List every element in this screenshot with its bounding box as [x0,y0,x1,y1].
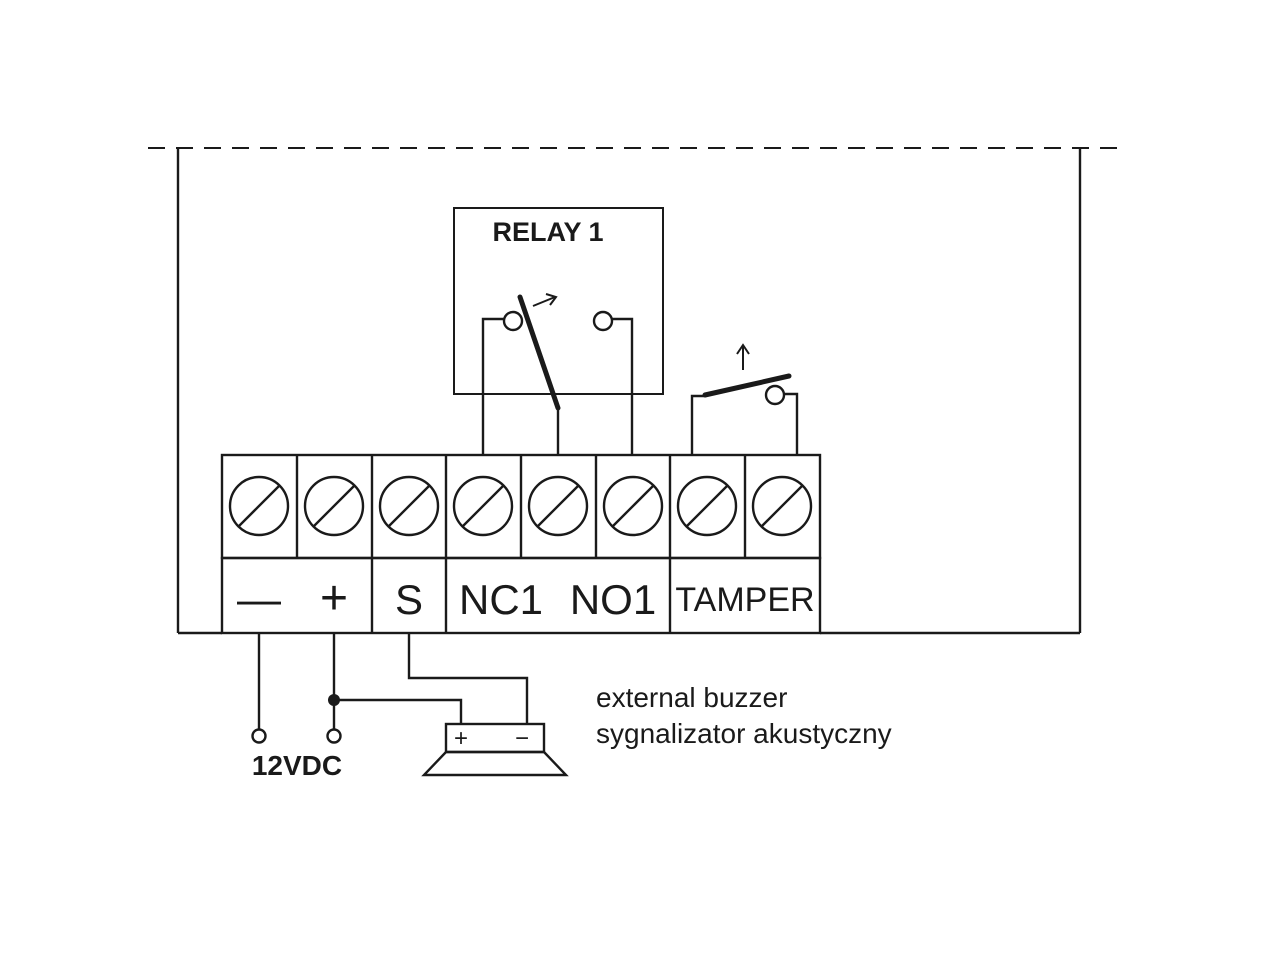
tamper-contact [764,384,786,406]
buzzer-icon: + − [421,722,569,777]
buzzer-plus-mark: + [454,725,468,752]
terminal-screw-icon [751,475,813,537]
tamper-arrow-icon [736,343,750,370]
terminal-screw-icon [378,475,440,537]
terminal-screw-icon [303,475,365,537]
terminal-screw-icon [527,475,589,537]
relay-switch-arm [517,294,561,411]
terminal-label-minus: — [237,575,281,624]
buzzer-horn [421,750,569,777]
tamper-left-wire [690,394,705,455]
relay-nc-wire [481,317,504,455]
terminal-label-s: S [395,576,423,623]
terminal-screw-icon [452,475,514,537]
terminal-label-tamper: TAMPER [675,581,814,619]
terminal-label-nc1: NC1 [459,576,543,623]
buzzer-minus-mark: − [515,725,529,752]
relay-arrow-icon [532,293,558,307]
buzzer-caption-en: external buzzer [596,682,787,713]
enclosure [148,147,1118,635]
buzzer-caption-pl: sygnalizator akustyczny [596,718,892,749]
relay-no-contact [592,310,614,332]
tamper-switch-lever [702,373,792,398]
relay-nc-contact [502,310,524,332]
power-label: 12VDC [252,750,342,781]
power-terminal-plus [326,728,342,744]
relay-no-wire [612,317,634,455]
terminal-label-plus: + [320,572,348,625]
relay-box [453,207,664,395]
terminal-label-no1: NO1 [570,576,656,623]
tamper-right-wire [784,392,799,455]
tamper-switch [690,343,799,455]
terminal-block: — + S NC1 NO1 TAMPER [220,453,822,635]
wire-plus-to-buzzer [334,698,463,724]
relay-label: RELAY 1 [492,217,603,247]
terminal-screw-icon [602,475,664,537]
relay: RELAY 1 [453,207,664,455]
terminal-screw-icon [676,475,738,537]
wire-s-to-buzzer [407,633,529,724]
external-wiring: 12VDC [251,633,529,781]
terminal-screw-icon [228,475,290,537]
power-terminal-minus [251,728,267,744]
